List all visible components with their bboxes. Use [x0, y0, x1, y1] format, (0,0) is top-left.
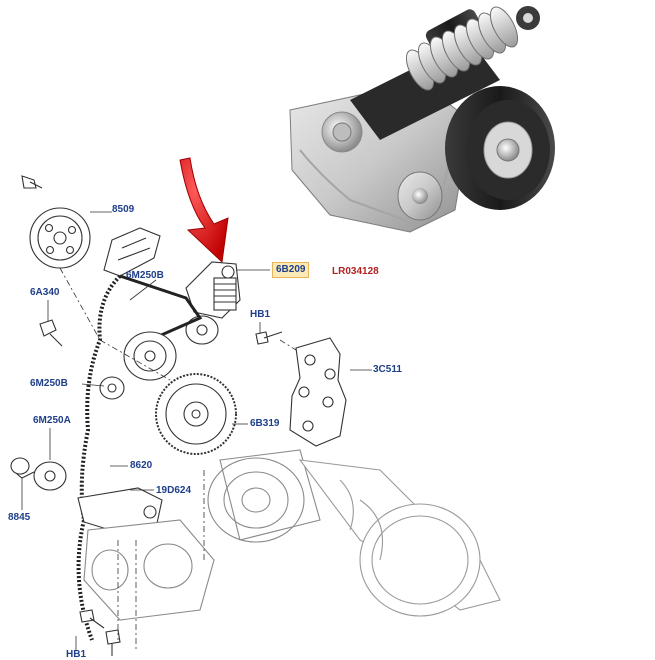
label-19D624: 19D624	[156, 485, 192, 496]
engine-line-drawing	[10, 175, 501, 656]
label-6M250B-top: 6M250B	[126, 270, 164, 281]
part-number: LR034128	[332, 266, 379, 277]
crankshaft	[298, 459, 501, 617]
alternator	[207, 449, 321, 543]
label-6B209: 6B209	[272, 262, 310, 278]
label-6B319: 6B319	[250, 418, 280, 429]
cover-3C511	[289, 337, 347, 447]
idler-6M250A	[12, 459, 67, 491]
ac-compressor	[83, 519, 215, 621]
leader-lines	[21, 211, 372, 650]
bolt-top-left	[21, 175, 43, 189]
gear-6B319	[155, 373, 237, 455]
label-HB1-bottom: HB1	[66, 649, 87, 660]
label-8845: 8845	[8, 512, 31, 523]
label-6M250B-mid: 6M250B	[30, 378, 68, 389]
red-arrow-icon	[179, 157, 229, 264]
belt-tensioner-photo	[289, 6, 555, 233]
label-6M250A: 6M250A	[33, 415, 71, 426]
label-HB1-top: HB1	[250, 309, 271, 320]
label-8620: 8620	[130, 460, 153, 471]
water-pump	[123, 331, 177, 381]
label-3C511: 3C511	[373, 364, 402, 375]
spring-coils	[405, 6, 519, 91]
serpentine-belt	[76, 274, 122, 641]
label-6A340: 6A340	[30, 287, 60, 298]
tensioner-6B209	[185, 261, 241, 345]
crank-pulley-8509	[29, 207, 91, 269]
label-8509: 8509	[112, 204, 135, 215]
